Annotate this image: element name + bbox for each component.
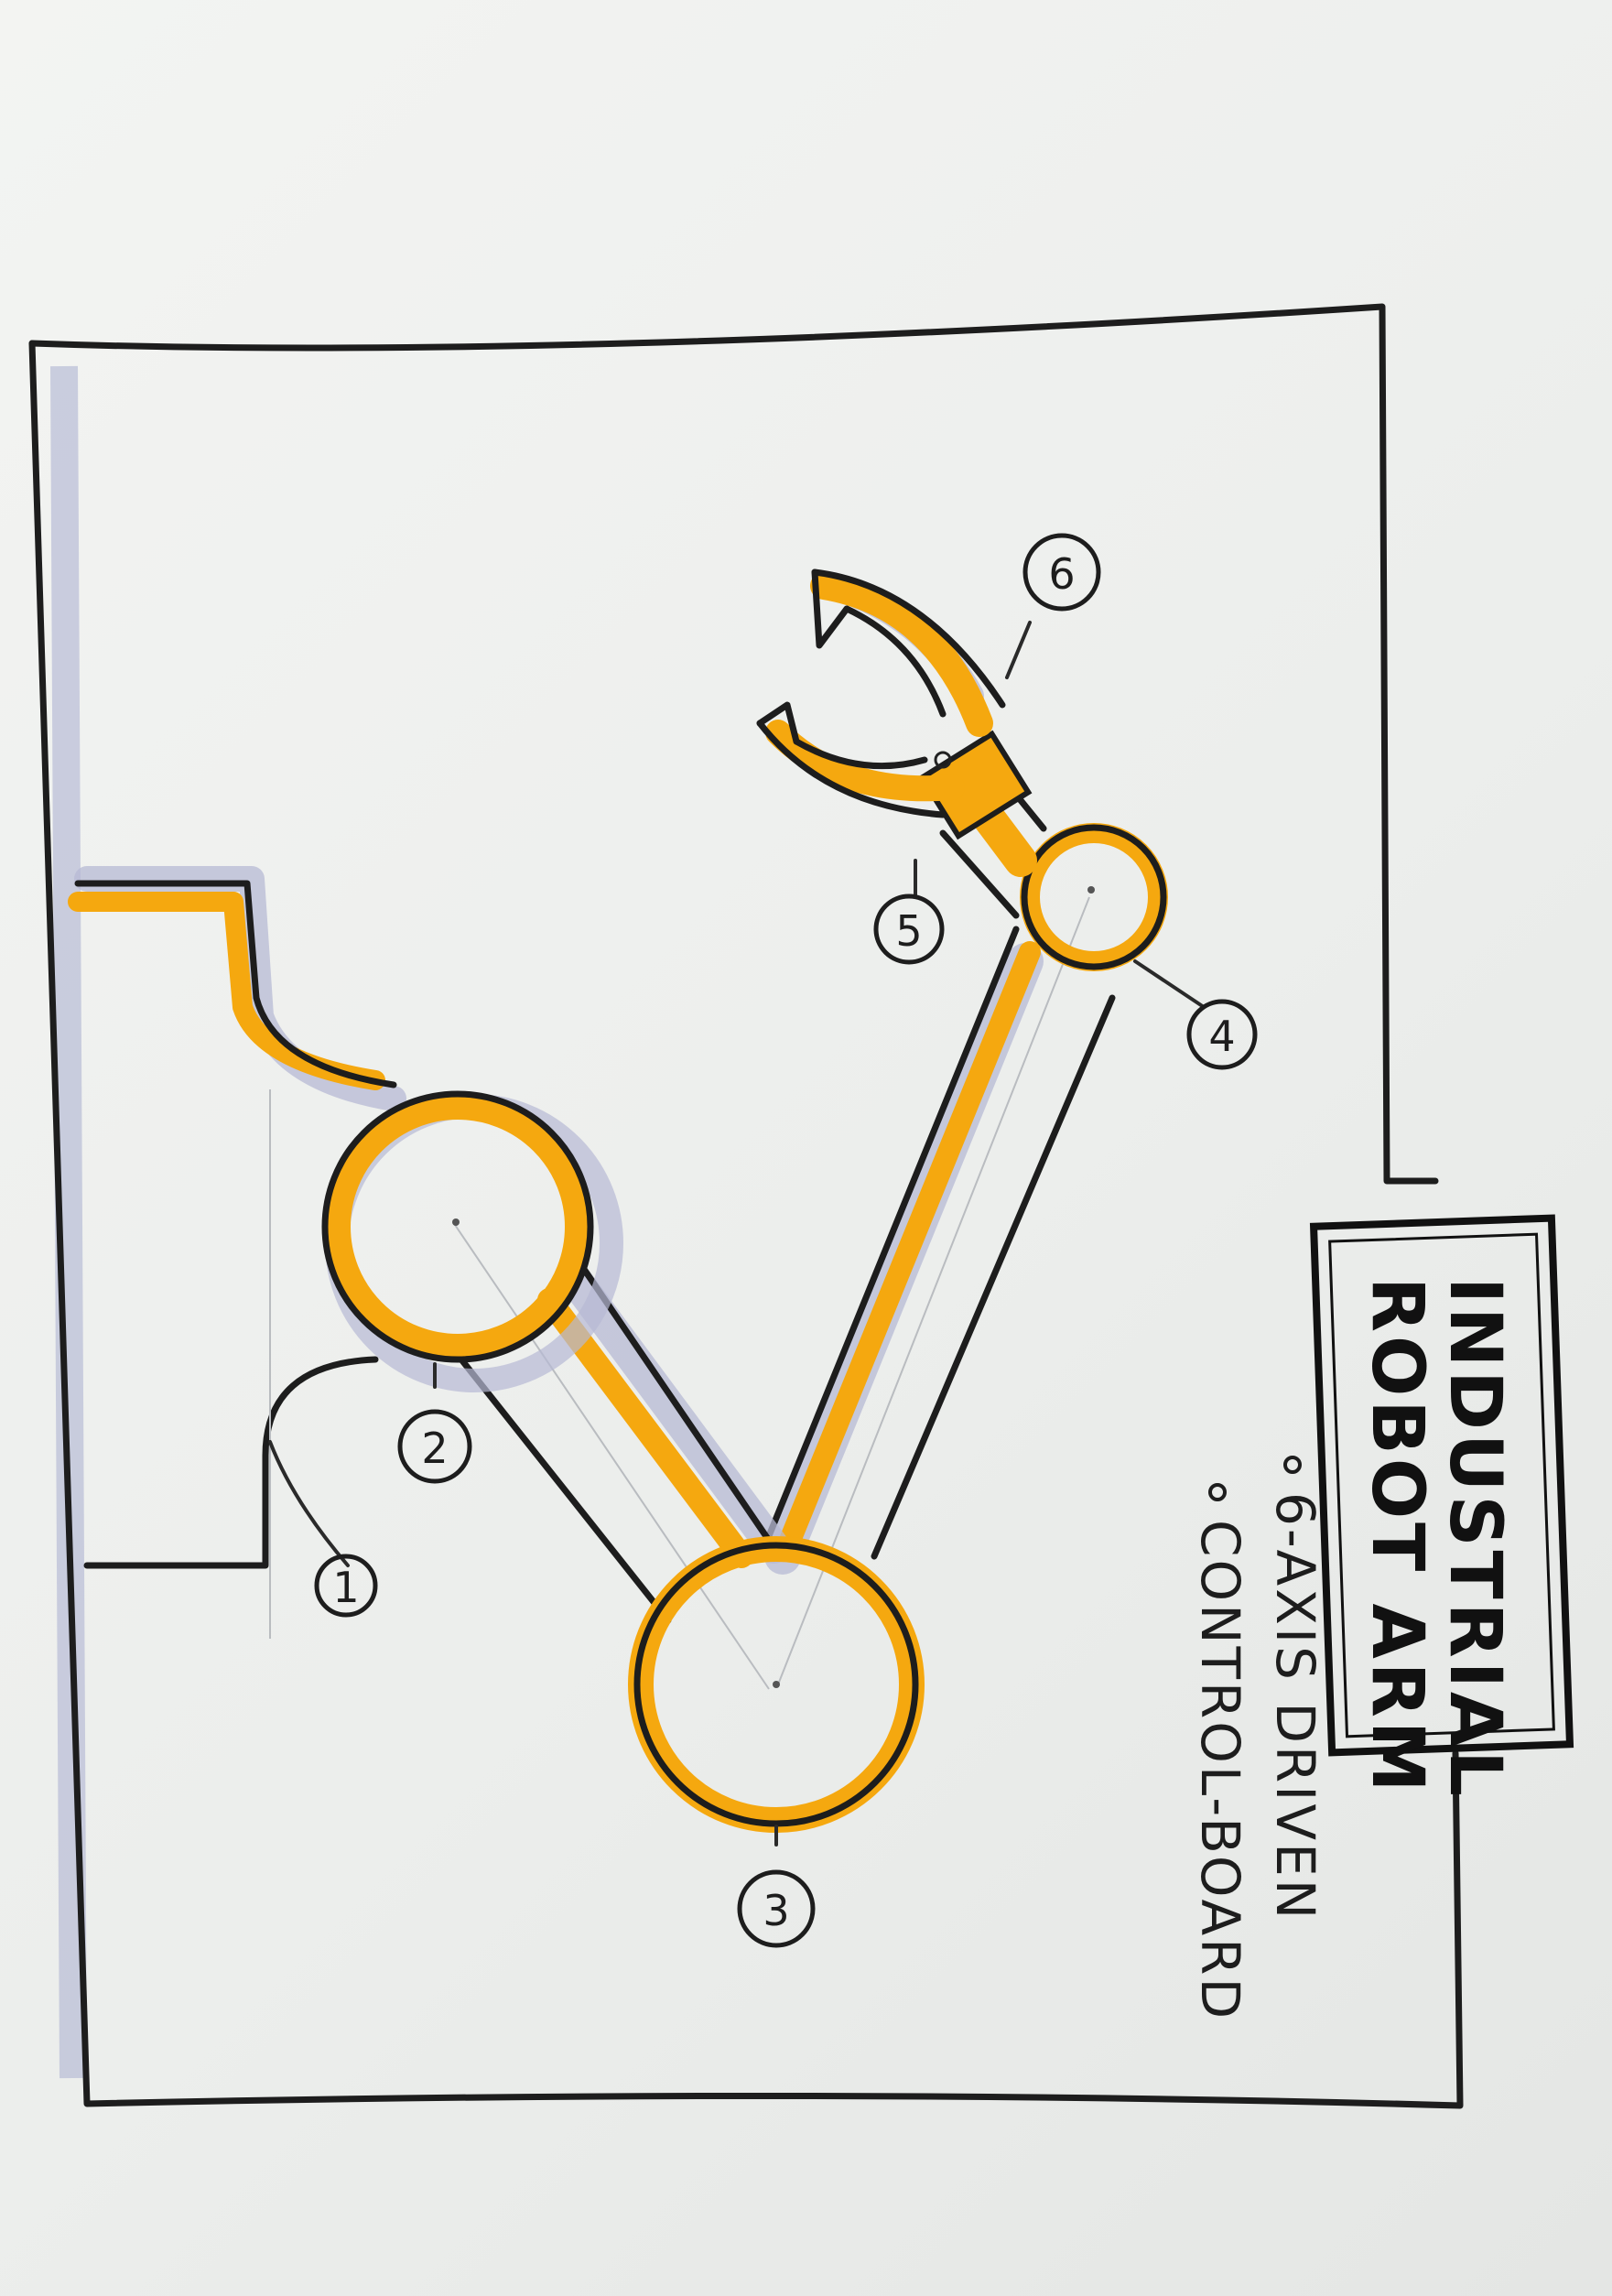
joint-3-circle — [637, 1545, 915, 1824]
notes-list: 6-AXIS DRIVEN CONTROL-BOARD — [1189, 1457, 1326, 2021]
axis-label-5: 5 — [876, 896, 942, 962]
axis-label-4-text: 4 — [1208, 1012, 1235, 1061]
axis-label-3-text: 3 — [763, 1886, 789, 1935]
label-leaders — [270, 623, 1204, 1845]
note-item-1: 6-AXIS DRIVEN — [1264, 1492, 1326, 1922]
axis-label-1: 1 — [317, 1556, 375, 1615]
axis-label-2-text: 2 — [421, 1424, 448, 1473]
axis-label-4: 4 — [1189, 1002, 1255, 1067]
axis-label-2: 2 — [400, 1412, 470, 1481]
joint-2-circle — [325, 1094, 611, 1381]
axis-label-3: 3 — [740, 1872, 813, 1945]
axis-label-5-text: 5 — [895, 906, 922, 956]
title-line-1: INDUSTRIAL — [1433, 1277, 1516, 1800]
axis-label-6-text: 6 — [1048, 549, 1075, 599]
axis-label-1-text: 1 — [332, 1563, 359, 1612]
note-item-2: CONTROL-BOARD — [1189, 1520, 1251, 2021]
title-line-2: ROBOT ARM — [1356, 1277, 1438, 1796]
title-box: INDUSTRIAL ROBOT ARM — [1314, 1218, 1570, 1800]
axis-label-6: 6 — [1025, 536, 1098, 609]
joint-4-circle — [1024, 828, 1163, 967]
